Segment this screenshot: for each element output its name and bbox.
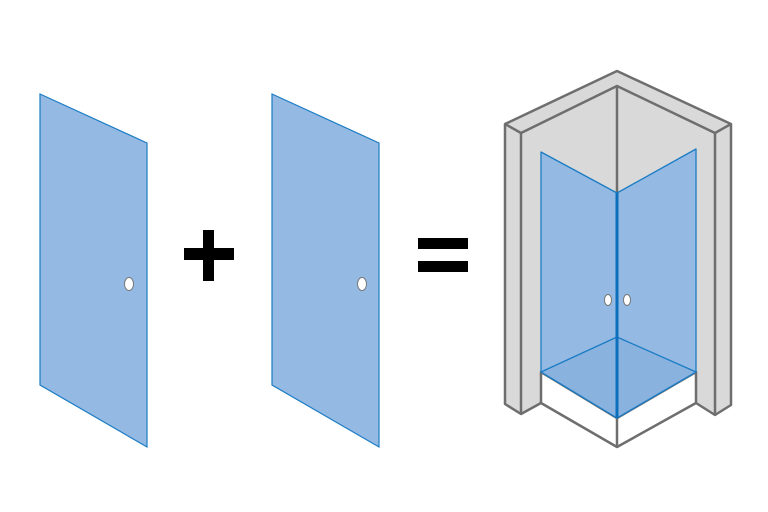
handle-icon — [357, 277, 367, 291]
handle-icon — [124, 277, 134, 291]
glass-panel-1-shape — [39, 93, 148, 449]
plus-sign — [184, 230, 234, 281]
glass-panel-1 — [39, 93, 148, 449]
glass-panel-2-shape — [271, 93, 380, 449]
equals-sign — [418, 238, 468, 272]
glass-panel-2 — [271, 93, 380, 449]
enclosure-glass — [540, 148, 697, 419]
handle-icon — [623, 294, 631, 306]
handle-icon — [604, 294, 612, 306]
